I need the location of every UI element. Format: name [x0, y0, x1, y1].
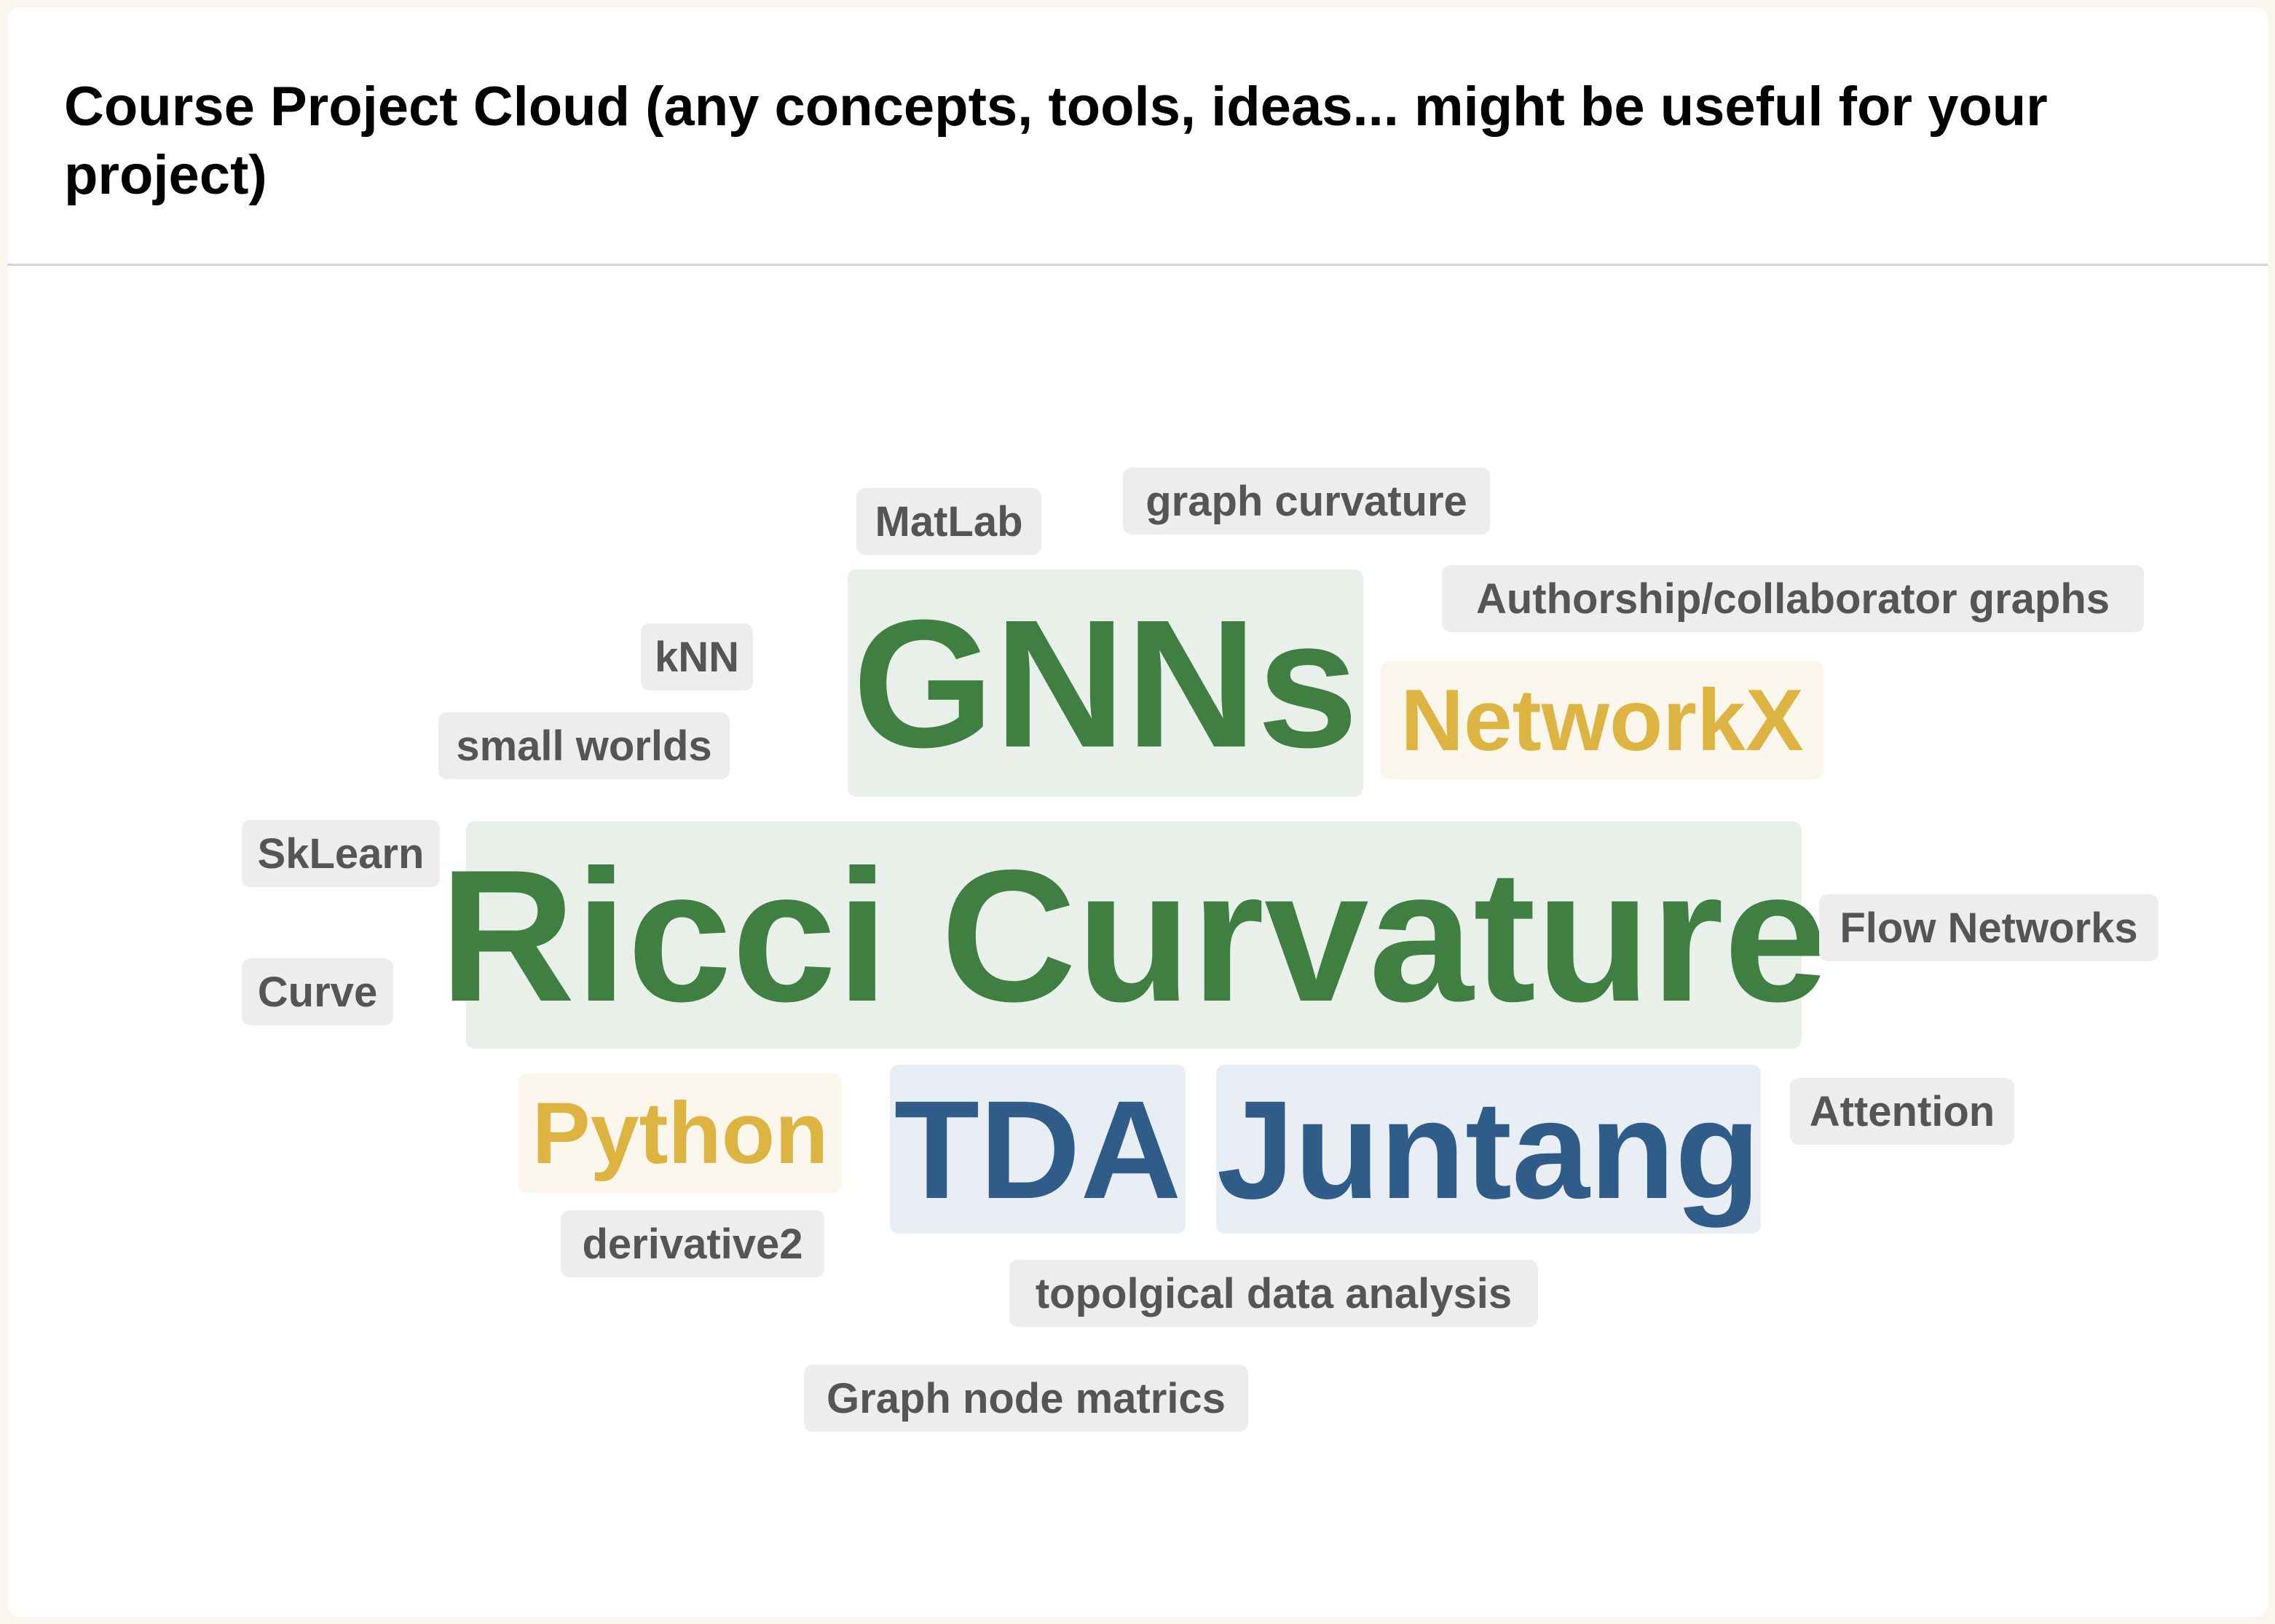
- cloud-word-knn: kNN: [641, 623, 753, 690]
- cloud-word-matlab: MatLab: [856, 488, 1041, 555]
- cloud-word-curve: Curve: [242, 958, 393, 1025]
- page-title: Course Project Cloud (any concepts, tool…: [64, 76, 2048, 206]
- cloud-word-topological-data-analysis: topolgical data analysis: [1009, 1260, 1538, 1327]
- cloud-word-sklearn: SkLearn: [242, 820, 440, 887]
- cloud-word-juntang: Juntang: [1216, 1065, 1761, 1234]
- cloud-word-python: Python: [519, 1073, 842, 1193]
- cloud-word-derivative2: derivative2: [561, 1210, 824, 1277]
- cloud-word-tda: TDA: [890, 1065, 1186, 1234]
- cloud-word-networkx: NetworkX: [1381, 661, 1823, 779]
- divider: [7, 264, 2268, 266]
- cloud-word-authorship: Authorship/collaborator graphs: [1442, 565, 2144, 632]
- cloud-word-attention: Attention: [1790, 1078, 2014, 1145]
- cloud-word-gnns: GNNs: [848, 569, 1363, 797]
- cloud-word-small-worlds: small worlds: [438, 712, 730, 779]
- cloud-word-ricci-curvature: Ricci Curvature: [439, 821, 1829, 1049]
- cloud-word-flow-networks: Flow Networks: [1819, 894, 2158, 961]
- cloud-word-graph-curvature: graph curvature: [1123, 468, 1490, 535]
- cloud-word-graph-node-matrics: Graph node matrics: [804, 1365, 1248, 1432]
- word-cloud-card: Course Project Cloud (any concepts, tool…: [7, 7, 2268, 1617]
